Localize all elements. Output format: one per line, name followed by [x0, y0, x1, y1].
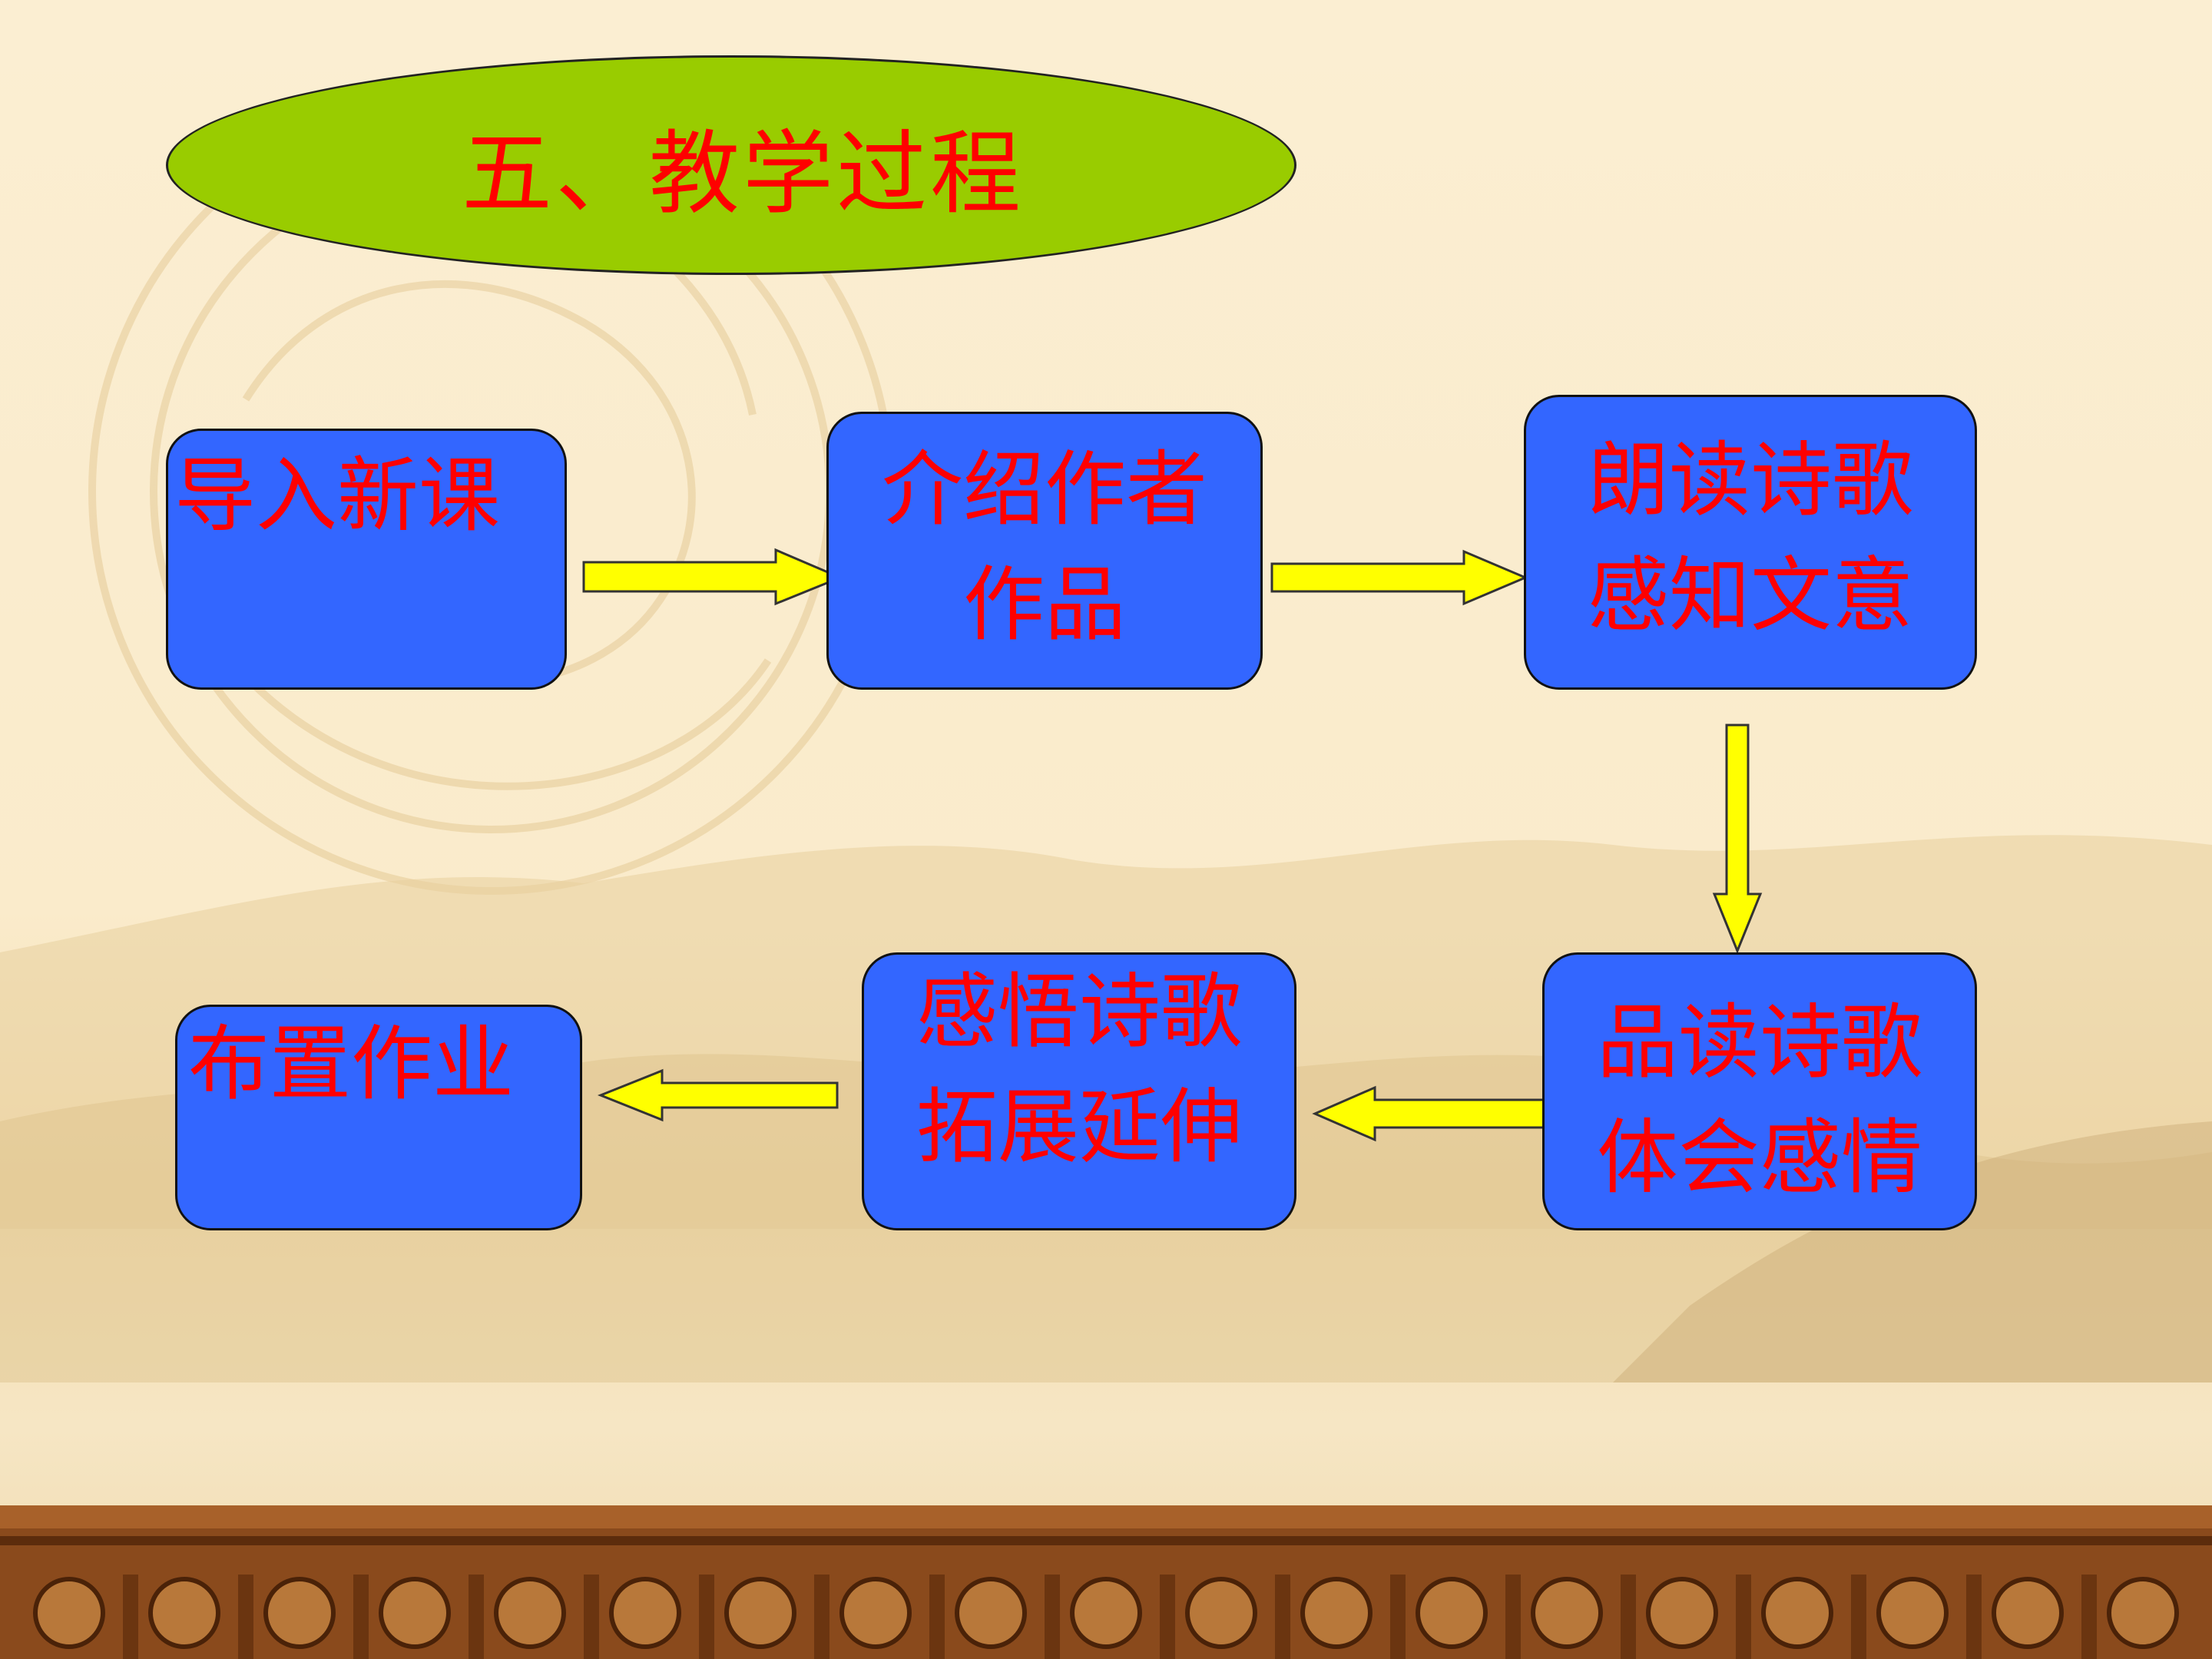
step-label-line: 感知文意	[1588, 548, 1913, 643]
mountain-range-right	[1613, 1121, 2212, 1382]
step-label-line: 感悟诗歌	[916, 965, 1242, 1059]
flow-step-extend: 感悟诗歌 拓展延伸	[862, 952, 1296, 1230]
step-label-line: 品读诗歌	[1597, 995, 1922, 1090]
flow-step-appreciate-poem: 品读诗歌 体会感情	[1542, 952, 1977, 1230]
title-ellipse: 五、教学过程	[166, 55, 1296, 275]
step-label-line: 作品	[963, 558, 1126, 652]
step-label-line: 朗读诗歌	[1588, 433, 1913, 528]
step-label-line: 导入新课	[174, 449, 500, 543]
step-label-line: 介绍作者	[882, 442, 1207, 537]
step-label-line: 布置作业	[188, 1017, 514, 1111]
flow-step-read-aloud: 朗读诗歌 感知文意	[1524, 395, 1977, 690]
flow-step-assign-homework: 布置作业	[175, 1005, 582, 1230]
flow-step-import-lesson: 导入新课	[166, 429, 567, 690]
flow-step-introduce-author: 介绍作者 作品	[826, 412, 1263, 690]
step-label-line: 拓展延伸	[916, 1080, 1242, 1174]
step-label-line: 体会感情	[1597, 1111, 1922, 1205]
page-title: 五、教学过程	[461, 120, 1024, 227]
